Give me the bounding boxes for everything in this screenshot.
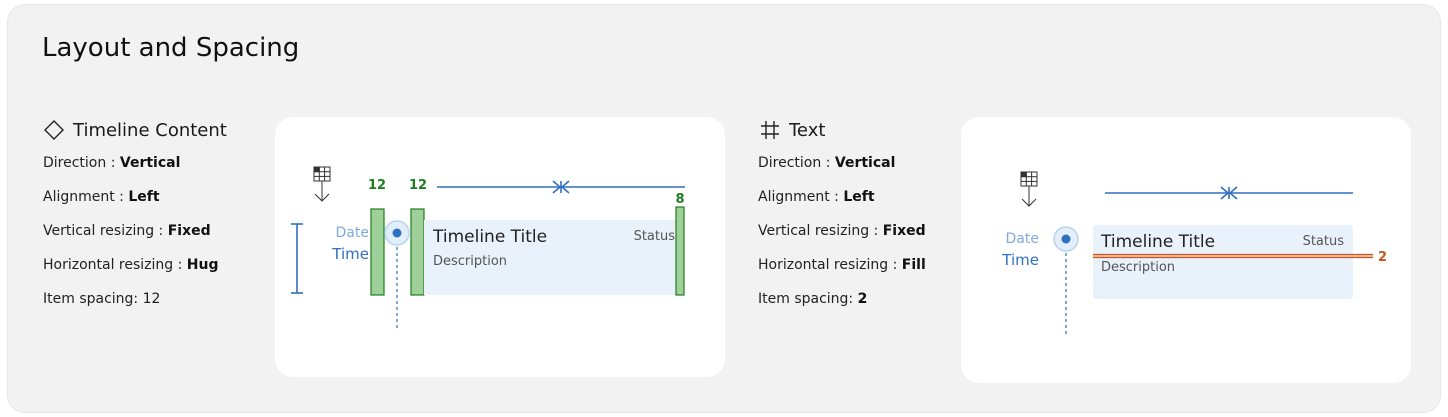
spacing-bar-1 — [370, 208, 385, 296]
vertical-layout-icon — [313, 166, 331, 202]
prop-vertical-resizing: Vertical resizing : Fixed — [43, 223, 211, 239]
timeline-content-props: Direction : Vertical Alignment : Left Ve… — [43, 154, 219, 324]
spacing-label-3: 8 — [675, 192, 684, 207]
fill-width-indicator — [1105, 186, 1353, 200]
prop-direction: Direction : Vertical — [758, 155, 896, 171]
timeline-content-diagram: Date Time 12 12 8 Timeline Title Status … — [291, 166, 685, 329]
prop-alignment: Alignment : Left — [758, 189, 875, 205]
spacing-bar-2 — [410, 208, 425, 296]
spacing-label-1: 12 — [368, 178, 386, 193]
timeline-dot — [384, 220, 410, 246]
text-props: Direction : Vertical Alignment : Left Ve… — [758, 154, 926, 324]
spacing-bar-3 — [675, 206, 685, 296]
content-block — [424, 220, 676, 295]
prop-horizontal-resizing: Horizontal resizing : Hug — [43, 257, 219, 273]
time-label: Time — [1001, 251, 1039, 269]
item-status: Status — [634, 229, 676, 244]
date-label: Date — [336, 225, 369, 241]
item-description: Description — [1101, 260, 1175, 275]
time-label: Time — [331, 245, 369, 263]
timeline-content-heading: Timeline Content — [43, 119, 227, 141]
text-diagram: Date Time Timeline Title Status Descript… — [1001, 171, 1387, 335]
text-diagram-card: Date Time Timeline Title Status Descript… — [961, 117, 1411, 383]
diamond-icon — [44, 120, 64, 140]
page-title: Layout and Spacing — [42, 33, 300, 63]
prop-direction: Direction : Vertical — [43, 155, 181, 171]
frame-grid-icon — [761, 121, 779, 139]
text-heading-label: Text — [789, 119, 826, 141]
spacing-label-2: 12 — [409, 178, 427, 193]
item-description: Description — [433, 254, 507, 269]
item-status: Status — [1303, 234, 1345, 249]
timeline-content-diagram-card: Date Time 12 12 8 Timeline Title Status … — [275, 117, 725, 377]
vertical-layout-icon — [1020, 171, 1038, 207]
hug-width-indicator — [437, 180, 685, 194]
fixed-height-indicator — [291, 223, 303, 294]
timeline-dot — [1053, 226, 1079, 252]
item-spacing-indicator — [1093, 253, 1373, 259]
item-title: Timeline Title — [432, 227, 547, 247]
spacing-label: 2 — [1378, 250, 1387, 265]
text-heading: Text — [759, 119, 825, 141]
date-label: Date — [1006, 231, 1039, 247]
prop-alignment: Alignment : Left — [43, 189, 160, 205]
prop-horizontal-resizing: Horizontal resizing : Fill — [758, 257, 926, 273]
timeline-content-heading-label: Timeline Content — [73, 119, 227, 141]
prop-item-spacing: Item spacing: 2 — [758, 291, 868, 307]
item-title: Timeline Title — [1100, 232, 1215, 252]
prop-item-spacing: Item spacing: 12 — [43, 291, 161, 307]
prop-vertical-resizing: Vertical resizing : Fixed — [758, 223, 926, 239]
content-block — [1093, 225, 1353, 299]
